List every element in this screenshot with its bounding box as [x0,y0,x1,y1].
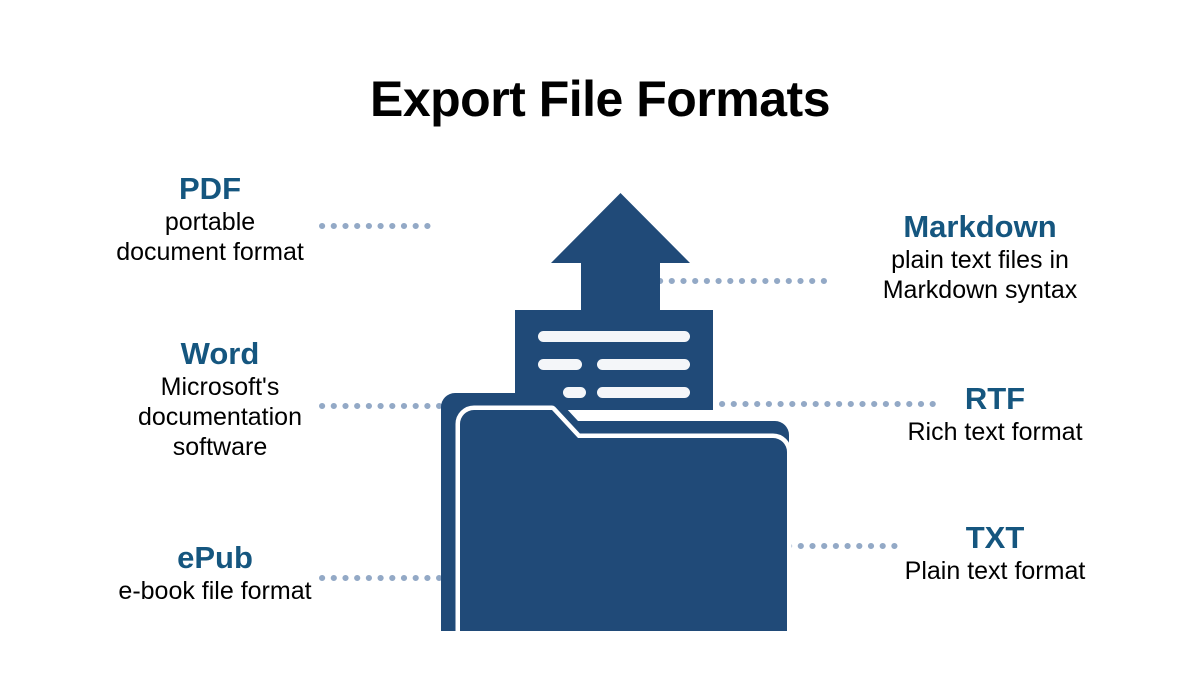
format-desc-markdown-line2: Markdown syntax [882,275,1078,304]
format-desc-rtf-line1: Rich text format [907,417,1083,446]
format-desc-epub-line1: e-book file format [118,576,312,605]
format-desc-markdown-line1: plain text files in [891,245,1069,274]
format-name-epub: ePub [177,540,253,575]
format-desc-word-line3: software [172,432,268,461]
format-label-pdf[interactable]: PDF portable document format [60,171,360,267]
format-name-word: Word [180,336,260,371]
format-desc-pdf-line1: portable [164,207,256,236]
format-desc-word-line2: documentation [137,402,302,431]
folder-front-panel [455,405,792,636]
format-name-pdf: PDF [179,171,241,206]
document-lines-icon [515,310,713,410]
format-name-txt: TXT [965,520,1025,555]
format-desc-pdf-line2: document format [116,237,304,266]
page-title: Export File Formats [369,71,831,127]
format-label-rtf[interactable]: RTF Rich text format [850,381,1140,447]
format-label-txt[interactable]: TXT Plain text format [850,520,1140,586]
format-label-markdown[interactable]: Markdown plain text files in Markdown sy… [830,209,1130,305]
connector-lines [319,223,943,581]
format-name-rtf: RTF [964,381,1026,416]
format-desc-txt-line1: Plain text format [904,556,1086,585]
format-name-markdown: Markdown [903,209,1057,244]
format-label-word[interactable]: Word Microsoft's documentation software [75,336,365,462]
format-label-epub[interactable]: ePub e-book file format [60,540,370,606]
format-desc-word-line1: Microsoft's [160,372,280,401]
upload-arrow-icon [551,193,690,310]
